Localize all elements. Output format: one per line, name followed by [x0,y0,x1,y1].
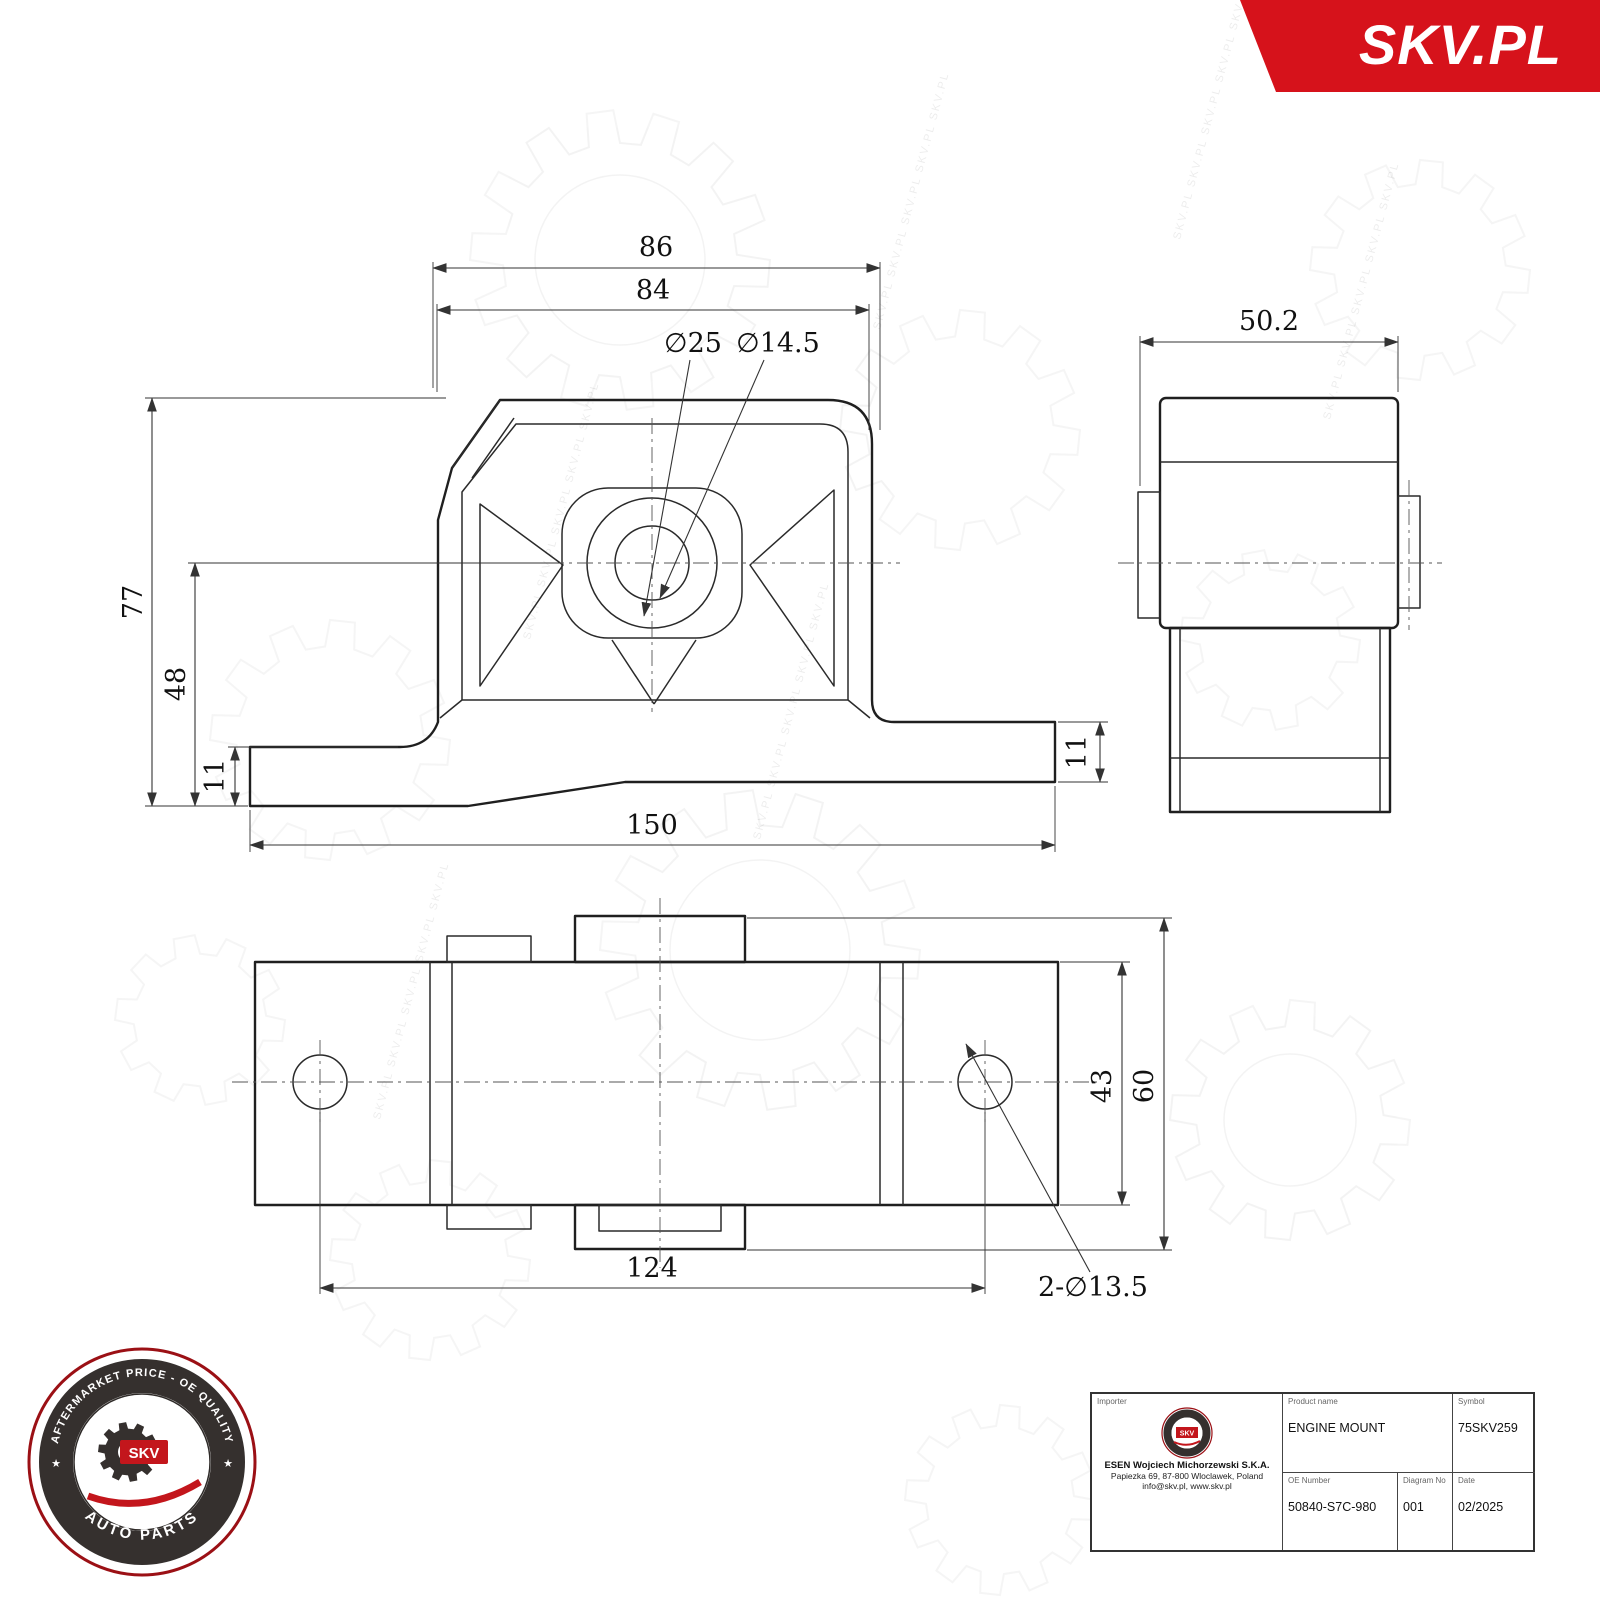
front-outline [248,398,1057,808]
diagram-no-label: Diagram No [1403,1476,1446,1485]
mini-logo-name-box [1176,1427,1198,1438]
dim-43-label: 43 [1087,1069,1118,1103]
dim-60: 60 [747,917,1172,1251]
title-block-oe: OE Number 50840-S7C-980 [1282,1472,1397,1550]
dim-60-label: 60 [1129,1069,1160,1103]
dim-77: 77 [118,397,446,807]
watermark-gears [113,109,1532,1597]
mini-logo-band [1163,1409,1211,1457]
front-inner-bottom [439,699,871,719]
dim-48-label: 48 [161,667,192,701]
brand-banner-text: SKV.PL [1359,13,1562,76]
importer-label: Importer [1097,1397,1127,1406]
callout-holes-front: ∅25 ∅14.5 [641,328,820,617]
symbol-label: Symbol [1458,1397,1485,1406]
callout-holes-bottom: 2-∅13.5 [965,1043,1148,1303]
mini-logo-name: SKV [1180,1431,1195,1438]
dim-11-left-label: 11 [200,759,231,793]
side-lower-body [1168,626,1392,814]
title-block-symbol: Symbol 75SKV259 [1452,1394,1535,1472]
front-rib-left [479,503,564,687]
dim-holes-label: 2-∅13.5 [1038,1272,1148,1303]
watermark-text-line: SKV.PL SKV.PL SKV.PL SKV.PL SKV.PL [521,381,601,641]
dim-11-right: 11 [1058,721,1108,783]
side-left-tab [1137,491,1161,619]
title-block-date: Date 02/2025 [1452,1472,1535,1550]
oe-value: 50840-S7C-980 [1288,1500,1377,1514]
dim-50-2-label: 50.2 [1239,306,1299,337]
title-block-diagram-no: Diagram No 001 [1397,1472,1452,1550]
watermark-text: SKV.PL SKV.PL SKV.PL SKV.PL SKV.PL SKV.P… [371,0,1401,1121]
watermark-text-line: SKV.PL SKV.PL SKV.PL SKV.PL SKV.PL [871,71,951,331]
dim-11-right-label: 11 [1062,735,1093,769]
side-upper-body [1158,396,1400,630]
dim-77-label: 77 [118,585,149,619]
importer-address: Papiezka 69, 87-800 Wloclawek, Poland [1110,1471,1264,1481]
bottom-outline [253,960,1060,1207]
dim-150-label: 150 [626,810,678,841]
bottom-view: 43 60 124 2-∅13.5 [232,898,1172,1303]
dim-124: 124 [319,1112,986,1294]
dim-48: 48 [161,562,560,807]
dim-124-label: 124 [626,1253,678,1284]
logo-star-right: ★ [223,1458,233,1470]
symbol-value: 75SKV259 [1458,1421,1518,1435]
logo-swoosh [86,1479,202,1507]
bottom-bottom-small-tab [446,1204,532,1230]
brand-banner-shape [1240,0,1600,92]
side-view: 50.2 [1118,306,1442,814]
dim-d145-label: ∅14.5 [736,328,820,359]
logo-name-box [120,1440,168,1464]
mini-logo-swoosh [1173,1440,1201,1446]
dim-d25-label: ∅25 [664,328,722,359]
oe-label: OE Number [1288,1476,1331,1485]
date-label: Date [1458,1476,1475,1485]
watermark-text-line: SKV.PL SKV.PL SKV.PL SKV.PL SKV.PL [1321,161,1401,421]
title-block-logo: SKV [1161,1407,1213,1459]
brand-banner: SKV.PL [1240,0,1600,92]
title-block-importer: Importer SKV ESEN Wojciech Michorzewski … [1092,1394,1282,1550]
front-inner-outline [461,423,849,700]
importer-name: ESEN Wojciech Michorzewski S.K.A. [1104,1460,1270,1471]
watermark-text-line: SKV.PL SKV.PL SKV.PL SKV.PL SKV.PL [1171,0,1251,241]
dim-84-label: 84 [636,275,670,306]
dim-86: 86 [432,232,881,430]
front-chamfer-edge [451,399,515,479]
title-block: Importer SKV ESEN Wojciech Michorzewski … [1090,1392,1535,1552]
product-value: ENGINE MOUNT [1288,1421,1386,1435]
product-label: Product name [1288,1397,1338,1406]
dim-11-left: 11 [200,746,398,807]
dim-50-2: 50.2 [1139,306,1399,486]
dim-84: 84 [436,275,870,430]
front-view: 86 84 ∅25 ∅14.5 77 48 [118,232,1108,852]
dim-150: 150 [249,786,1056,852]
bottom-top-small-tab [446,935,532,963]
importer-contact: info@skv.pl, www.skv.pl [1142,1481,1232,1491]
date-value: 02/2025 [1458,1500,1504,1514]
diagram-no-value: 001 [1403,1500,1424,1514]
title-block-product: Product name ENGINE MOUNT [1282,1394,1452,1472]
logo-star-left: ★ [51,1458,61,1470]
dim-43: 43 [1060,961,1130,1206]
logo-badge: AFTERMARKET PRICE - OE QUALITY AUTO PART… [27,1347,257,1577]
logo-band [39,1359,245,1565]
front-rib-lower [611,639,697,705]
dim-86-label: 86 [639,232,673,263]
front-rib-right [749,489,835,687]
logo-name-text: SKV [129,1445,160,1462]
